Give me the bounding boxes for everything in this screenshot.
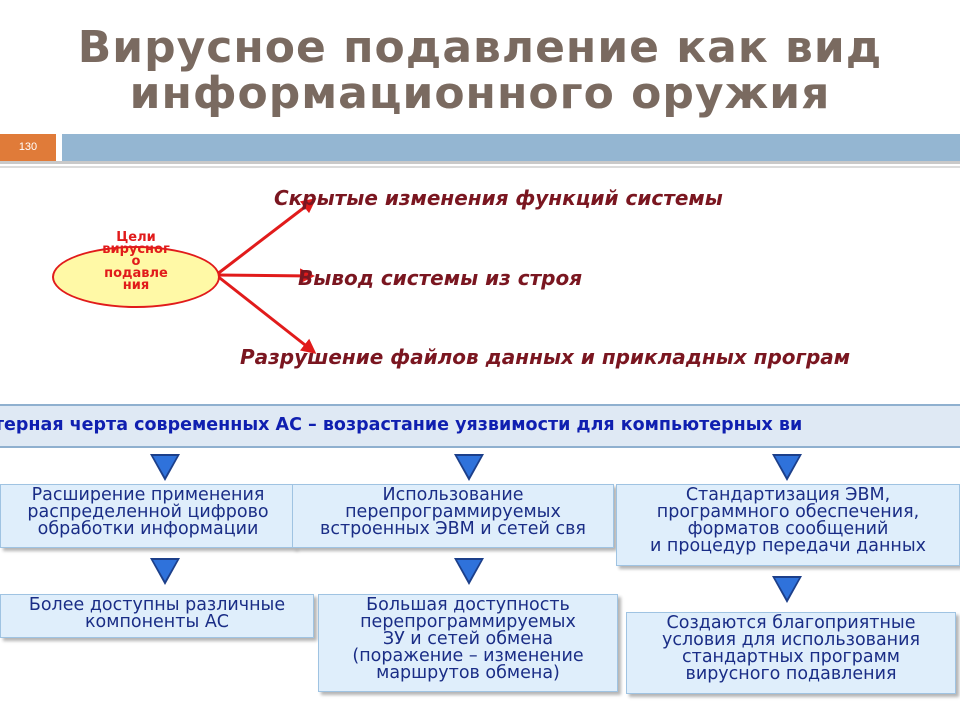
goals-hub-label: Цели вирусног о подавле ния [102,230,170,293]
cause-box-standardization: Стандартизация ЭВМ, программного обеспеч… [616,484,960,566]
effect-box-favorable-conditions: Создаются благоприятные условия для испо… [626,612,956,694]
vulnerability-banner: ктерная черта современных АС – возрастан… [0,404,960,448]
blue-down-arrow-icon [454,558,484,585]
red-arrow-icon [215,198,317,277]
vulnerability-banner-text: ктерная черта современных АС – возрастан… [0,415,803,435]
slide-title-line2: информационного оружия [129,68,831,119]
header-rule-top [0,161,960,164]
slide-number: 130 [0,134,56,161]
goal-system-failure: Вывод системы из строя [298,266,583,290]
slide-title-line1: Вирусное подавление как вид [77,22,883,73]
slide-title: Вирусное подавление как вид информационн… [0,26,960,116]
goals-hub [52,246,220,308]
blue-down-arrow-icon [150,454,180,481]
header-bar [62,134,960,161]
blue-down-arrow-icon [772,576,802,603]
cause-box-reprogrammable-ecm: Использование перепрограммируемых встрое… [292,484,614,548]
blue-down-arrow-icon [454,454,484,481]
goal-data-destruction: Разрушение файлов данных и прикладных пр… [240,345,851,369]
effect-box-memory-networks: Большая доступность перепрограммируемых … [318,594,618,692]
goal-hidden-changes: Скрытые изменения функций системы [274,186,723,210]
cause-box-distributed-processing: Расширение применения распределенной циф… [0,484,296,548]
header-rule-bottom [0,166,960,168]
blue-down-arrow-icon [772,454,802,481]
blue-down-arrow-icon [150,558,180,585]
effect-box-components: Более доступны различные компоненты АС [0,594,314,638]
